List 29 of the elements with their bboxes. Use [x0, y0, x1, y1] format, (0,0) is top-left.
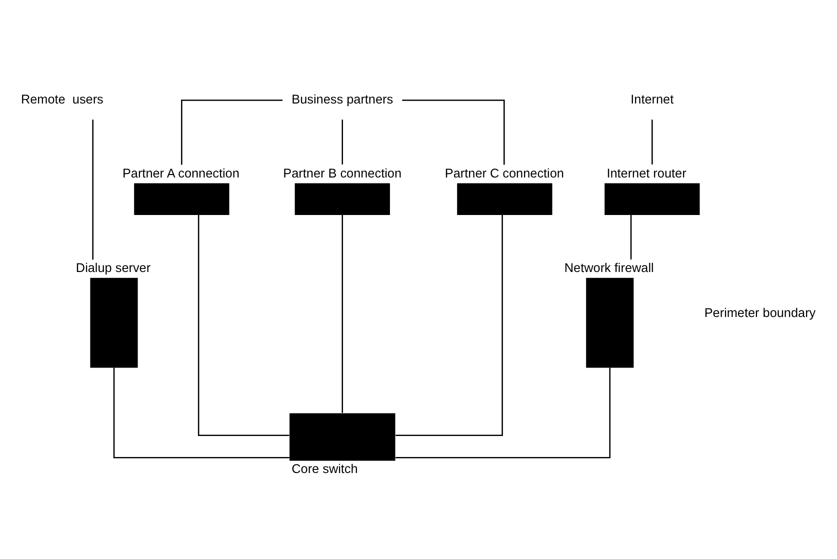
- node-label: Internet router: [606, 166, 686, 180]
- label: Perimeter boundary: [704, 306, 816, 320]
- node-box: [134, 182, 230, 214]
- connector: [396, 214, 503, 436]
- node-box: [457, 182, 552, 214]
- node-label: Network firewall: [564, 260, 654, 275]
- connector: [402, 99, 505, 164]
- connector: [630, 214, 632, 259]
- connector: [113, 367, 290, 458]
- node-label: Partner C connection: [444, 166, 564, 180]
- connector: [181, 99, 283, 164]
- node-box: [90, 277, 138, 368]
- connector: [396, 367, 610, 458]
- node-box: [604, 182, 700, 214]
- node-label: Partner A connection: [122, 166, 240, 180]
- connector: [92, 119, 94, 260]
- node-label: Core switch: [292, 462, 358, 476]
- node-label: Dialup server: [76, 260, 151, 275]
- node-box: [294, 182, 390, 214]
- connector: [342, 214, 343, 412]
- node-box: [586, 277, 634, 368]
- connector: [198, 214, 290, 436]
- node-text: Business partners: [292, 92, 394, 106]
- node-label: Partner B connection: [283, 166, 402, 180]
- node-text: Remote users: [20, 92, 104, 106]
- connector: [652, 119, 653, 164]
- connector: [342, 119, 343, 164]
- node-box: [290, 412, 396, 460]
- node-text: Internet: [630, 92, 674, 106]
